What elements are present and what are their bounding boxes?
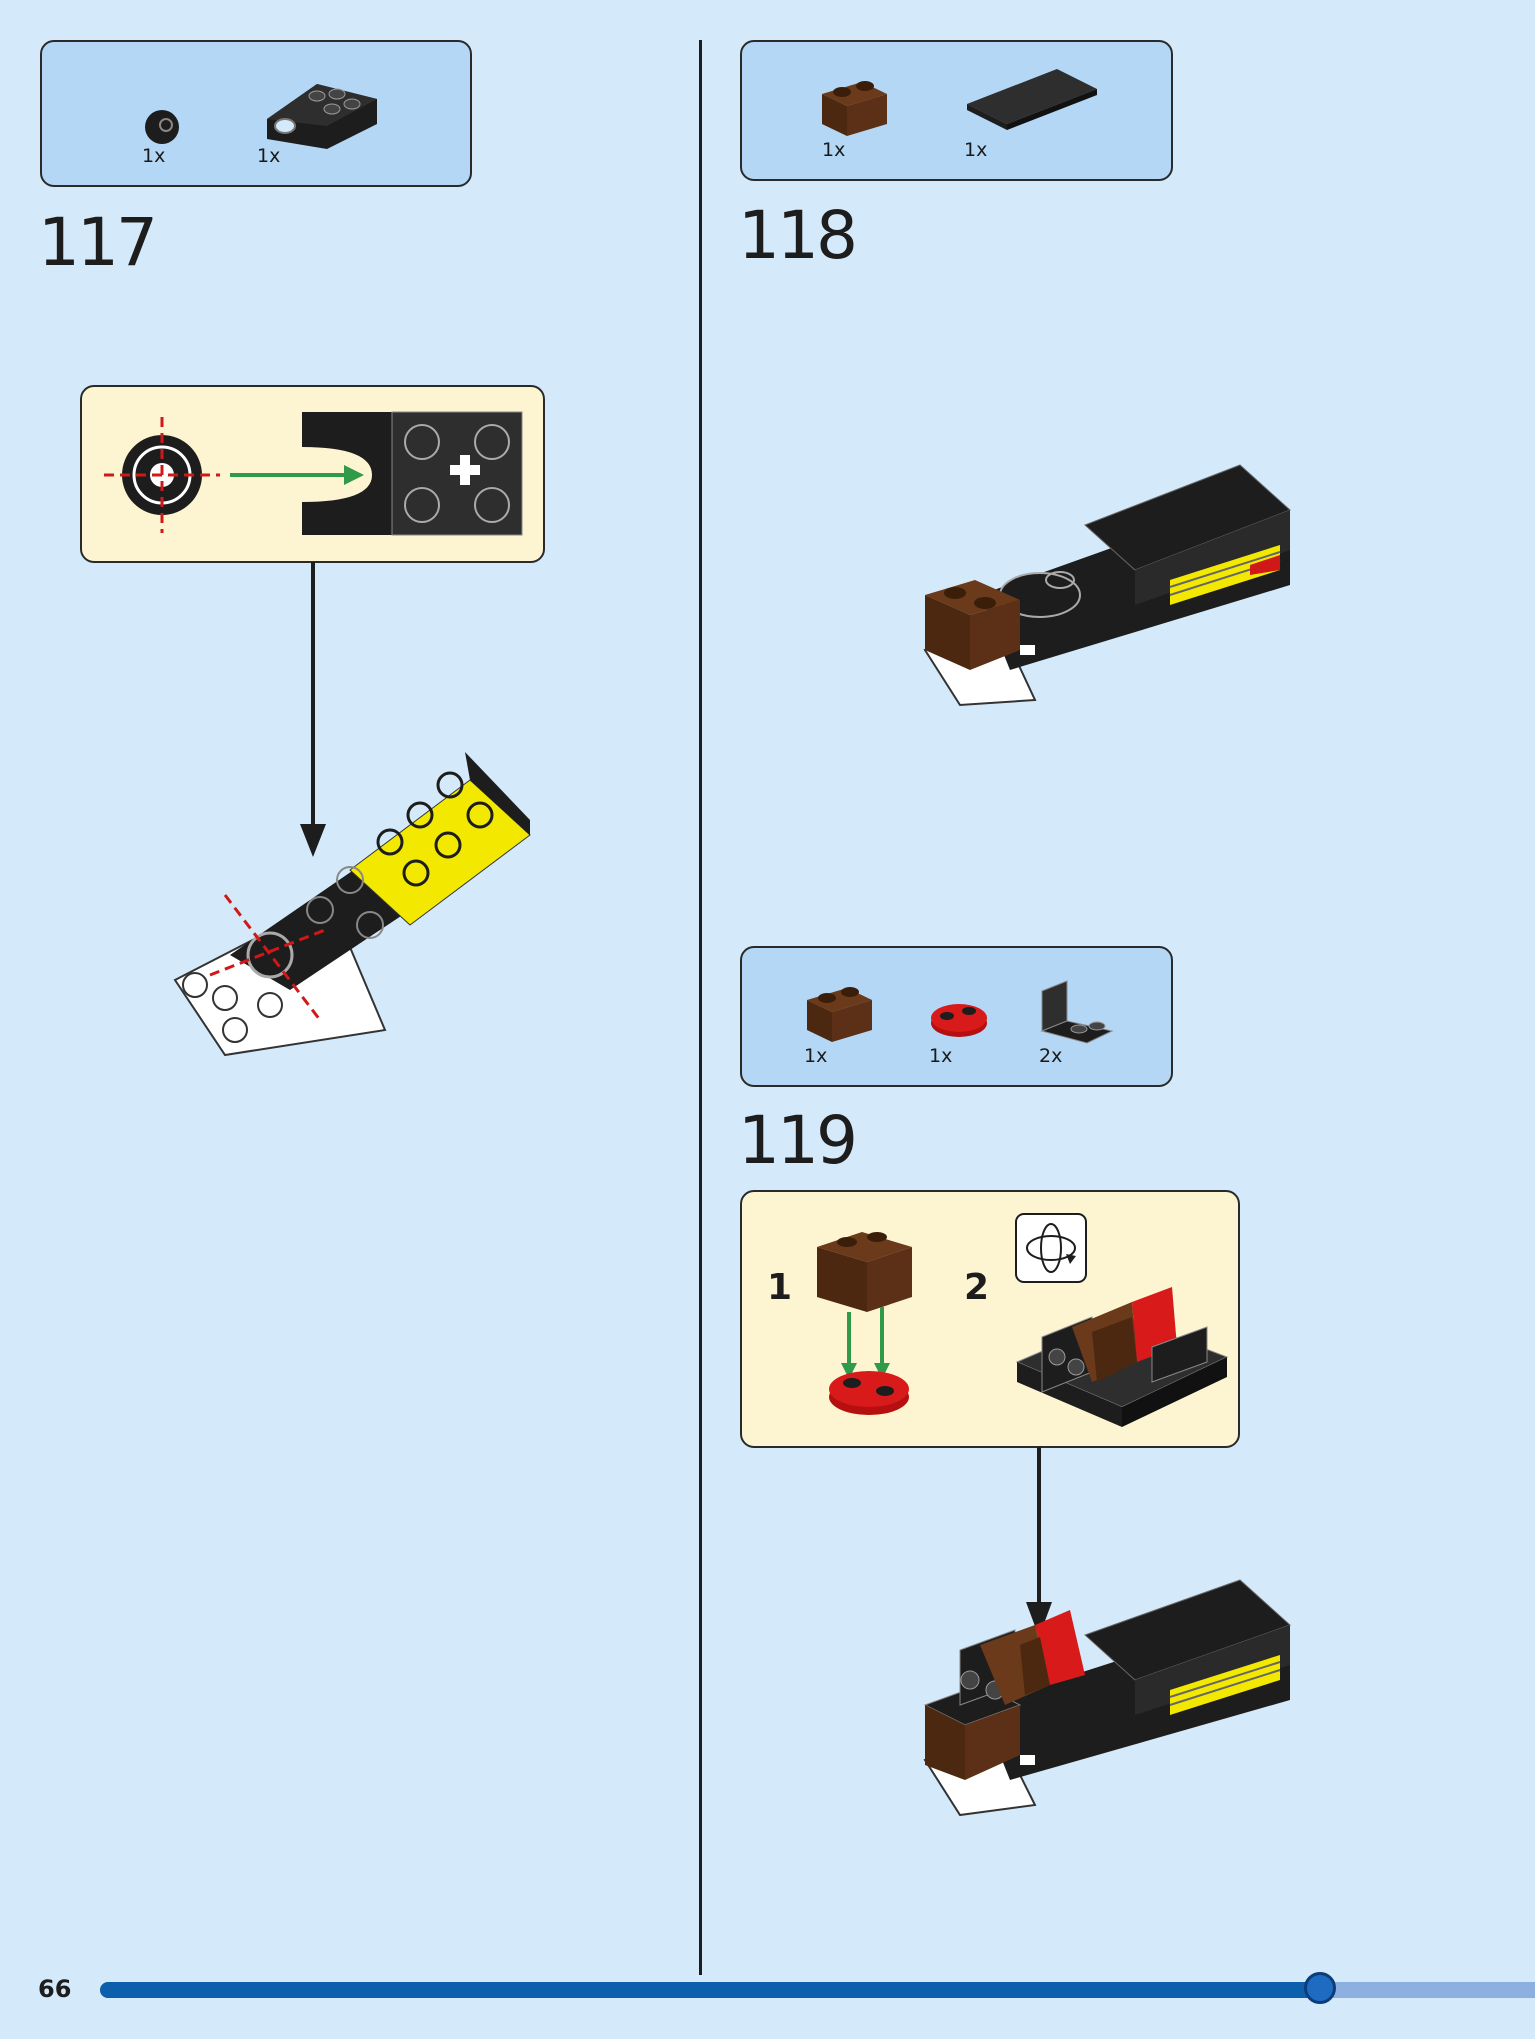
- part-qty: 1x: [964, 139, 988, 161]
- model-118-illustration: [923, 464, 1291, 707]
- round-plate-black-icon: [145, 110, 179, 144]
- parts-list-119: 1x 1x 2x: [740, 946, 1173, 1087]
- part-qty: 1x: [142, 145, 166, 167]
- rotate-model-icon: [1015, 1213, 1087, 1283]
- brick-1x2-brown-icon: [822, 81, 887, 136]
- model-117-illustration: [173, 752, 531, 1057]
- part-qty: 1x: [822, 139, 846, 161]
- parts-list-118: 1x 1x: [740, 40, 1173, 181]
- column-divider: [699, 40, 702, 1975]
- step-number: 117: [38, 204, 158, 281]
- part-qty: 1x: [929, 1045, 953, 1067]
- page-number: 66: [38, 1975, 72, 2003]
- brick-on-brackets-icon: [1015, 1287, 1229, 1427]
- step-number: 119: [738, 1102, 858, 1179]
- part-qty: 1x: [257, 145, 281, 167]
- brick-1x2-brown-icon: [807, 987, 872, 1042]
- step-number: 118: [738, 197, 858, 274]
- bracket-black-icon: [1040, 980, 1114, 1044]
- substep-number: 1: [767, 1267, 793, 1308]
- down-arrow-icon: [300, 562, 326, 857]
- substep-number: 2: [964, 1267, 990, 1308]
- tile-2x4-black-icon: [967, 69, 1097, 130]
- progress-marker: [1304, 1972, 1336, 2004]
- callout-117: [80, 385, 545, 563]
- round-plate-closeup-icon: [104, 411, 523, 536]
- part-qty: 1x: [804, 1045, 828, 1067]
- model-119-illustration: [923, 1579, 1291, 1817]
- brick-onto-plate-icon: [817, 1232, 912, 1415]
- plate-1x2-rounded-red-icon: [931, 1004, 987, 1037]
- progress-fill: [100, 1982, 1320, 1998]
- parts-list-117: 1x 1x: [40, 40, 472, 187]
- part-qty: 2x: [1039, 1045, 1063, 1067]
- down-arrow-icon: [1026, 1447, 1052, 1637]
- clip-plate-black-icon: [267, 84, 377, 149]
- callout-119: 1 2: [740, 1190, 1240, 1448]
